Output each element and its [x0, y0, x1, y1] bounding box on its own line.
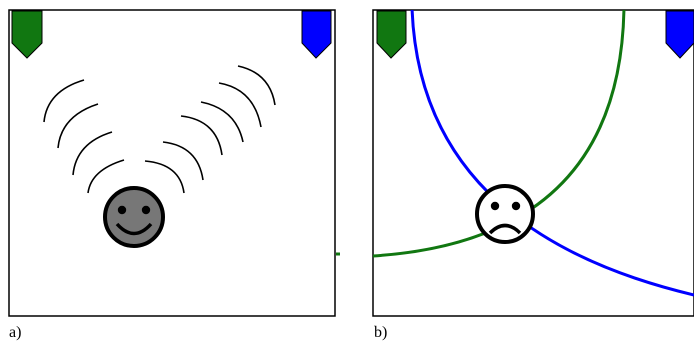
panel-a: a) — [8, 9, 336, 341]
signal-wave-icon — [43, 79, 85, 123]
panel-a-label: a) — [9, 324, 21, 341]
green-marker-icon — [11, 10, 43, 59]
signal-wave-icon — [200, 101, 244, 143]
panel-a-frame — [8, 9, 336, 317]
signal-wave-icon — [237, 65, 276, 106]
signal-wave-icon — [162, 141, 204, 181]
signal-wave-icon — [87, 159, 125, 194]
signal-waves-left — [43, 79, 125, 194]
sad-face-icon — [475, 184, 535, 244]
signal-wave-icon — [144, 160, 185, 194]
signal-waves-right — [144, 65, 276, 194]
panel-b: b) — [336, 9, 694, 341]
smiley-face-icon — [103, 186, 165, 248]
panel-b-label: b) — [374, 324, 387, 341]
blue-marker-icon — [665, 10, 694, 59]
signal-wave-icon — [57, 103, 99, 149]
signal-wave-icon — [180, 115, 223, 156]
green-range-circle — [373, 10, 626, 258]
signal-wave-icon — [72, 131, 113, 176]
panel-b-frame — [372, 9, 694, 317]
green-marker-icon — [376, 10, 407, 59]
blue-marker-icon — [301, 10, 332, 59]
signal-wave-icon — [218, 82, 262, 128]
